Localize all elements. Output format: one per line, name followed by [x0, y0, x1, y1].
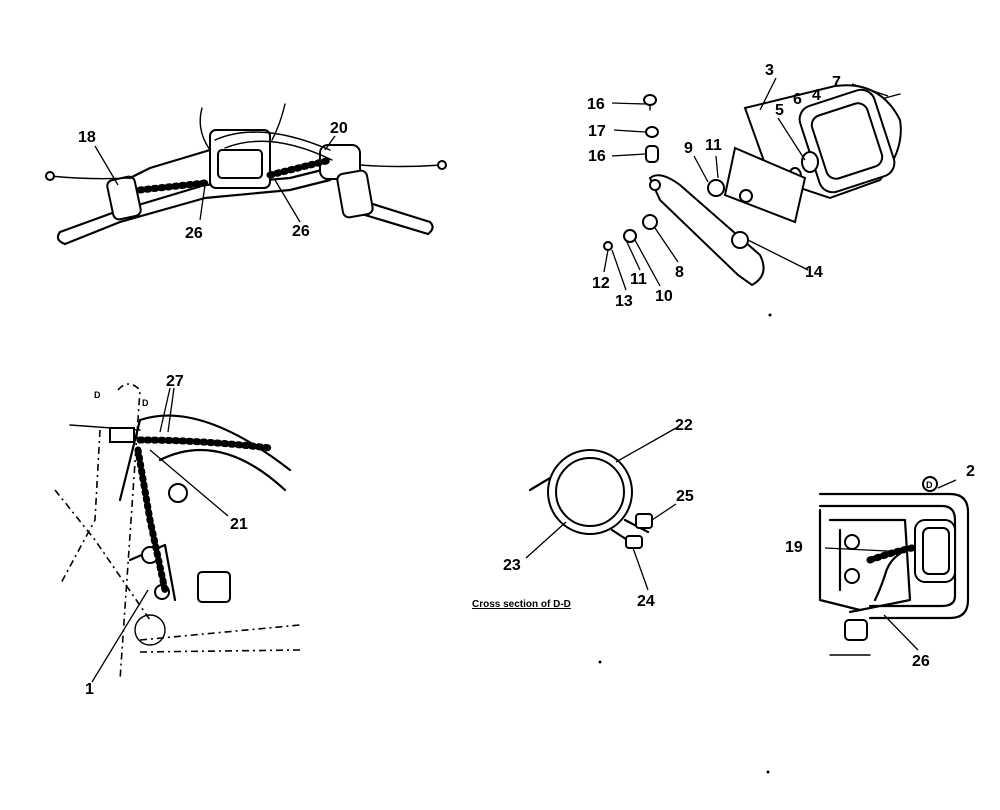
label-10: 10 — [655, 288, 673, 305]
label-26: 26 — [912, 653, 930, 670]
rear-assembly: D 2 19 26 — [785, 463, 975, 670]
label-13: 13 — [615, 293, 633, 310]
label-D: D — [94, 390, 101, 400]
label-26: 26 — [185, 225, 203, 242]
label-19: 19 — [785, 539, 803, 556]
label-1: 1 — [85, 681, 94, 698]
label-5: 5 — [775, 102, 784, 119]
handlebar-assembly: 18 26 26 20 — [45, 103, 447, 246]
label-2: 2 — [966, 463, 975, 480]
label-D: D — [142, 398, 149, 408]
label-22: 22 — [675, 417, 693, 434]
label-D: D — [926, 480, 933, 490]
tail-light-assembly: 3 7 4 6 5 16 17 16 9 11 14 8 10 11 12 13 — [587, 62, 902, 310]
label-4: 4 — [812, 87, 821, 104]
label-8: 8 — [675, 264, 684, 281]
label-7: 7 — [832, 74, 841, 91]
label-12: 12 — [592, 275, 610, 292]
label-20: 20 — [330, 120, 348, 137]
label-11: 11 — [705, 137, 722, 154]
label-6: 6 — [793, 91, 802, 108]
label-14: 14 — [805, 264, 823, 281]
cross-section-caption: Cross section of D-D — [472, 599, 571, 610]
label-27: 27 — [166, 373, 184, 390]
cross-section-dd: 22 25 23 24 Cross section of D-D — [472, 417, 694, 610]
label-9: 9 — [684, 140, 693, 157]
label-18: 18 — [78, 129, 96, 146]
label-26: 26 — [292, 223, 310, 240]
label-24: 24 — [637, 593, 655, 610]
label-11: 11 — [630, 271, 647, 288]
label-25: 25 — [676, 488, 694, 505]
label-23: 23 — [503, 557, 521, 574]
frame-assembly: D D 27 21 1 — [54, 373, 301, 698]
label-17: 17 — [588, 123, 606, 140]
label-16: 16 — [588, 148, 606, 165]
label-16: 16 — [587, 96, 605, 113]
label-3: 3 — [765, 62, 774, 79]
label-21: 21 — [230, 516, 248, 533]
